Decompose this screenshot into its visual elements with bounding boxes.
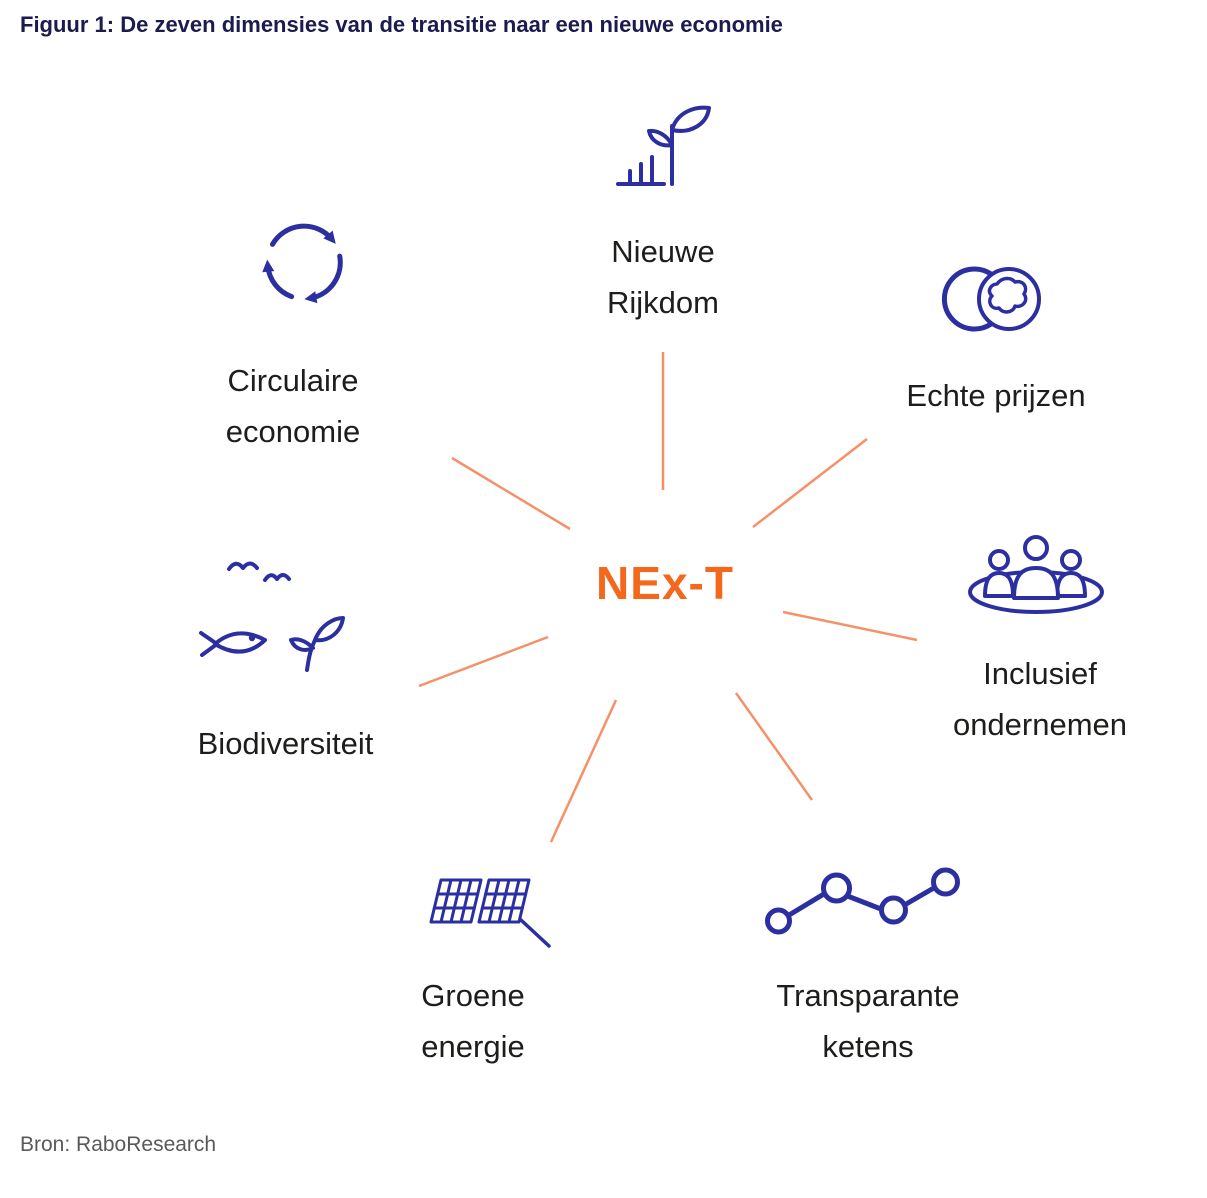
center-label: NEx-T	[596, 557, 734, 609]
label-line: Transparante	[776, 978, 960, 1013]
label-line: ketens	[822, 1029, 914, 1065]
node-label-echte-prijzen: Echte prijzen	[866, 370, 1126, 421]
connector-biodiversiteit	[418, 635, 549, 688]
label-line: Circulaire	[227, 363, 359, 398]
coin-globe-icon	[926, 260, 1048, 343]
people-roundtable-icon	[960, 528, 1112, 633]
label-line: Groene	[421, 978, 525, 1013]
connector-transparante-ketens	[734, 692, 814, 801]
linked-nodes-icon	[760, 860, 968, 945]
figure-title: Figuur 1: De zeven dimensies van de tran…	[20, 12, 783, 37]
fish-birds-plant-icon	[188, 548, 355, 693]
node-label-circulaire-economie: Circulaire economie	[163, 355, 423, 457]
solar-panels-icon	[420, 858, 572, 958]
source-credit: Bron: RaboResearch	[20, 1133, 217, 1156]
label-line: Biodiversiteit	[197, 726, 374, 761]
label-line: ondernemen	[952, 707, 1128, 743]
connector-echte-prijzen	[752, 438, 868, 528]
node-label-biodiversiteit: Biodiversiteit	[153, 718, 418, 769]
label-line: Nieuwe	[611, 234, 715, 269]
node-label-transparante-ketens: Transparante ketens	[733, 970, 1003, 1072]
node-label-nieuwe-rijkdom: Nieuwe Rijkdom	[533, 226, 793, 328]
node-label-groene-energie: Groene energie	[343, 970, 603, 1072]
label-line: Inclusief	[983, 656, 1097, 691]
plant-growth-chart-icon	[608, 100, 718, 200]
connector-inclusief-ondernemen	[782, 610, 918, 642]
label-line: Echte prijzen	[906, 378, 1086, 413]
label-line: Rijkdom	[607, 285, 719, 321]
label-line: economie	[225, 414, 361, 450]
node-label-inclusief-ondernemen: Inclusief ondernemen	[905, 648, 1175, 750]
connector-circulaire-economie	[451, 456, 571, 531]
connector-groene-energie	[549, 699, 618, 843]
label-line: energie	[421, 1029, 525, 1065]
circular-arrows-icon	[253, 210, 355, 321]
